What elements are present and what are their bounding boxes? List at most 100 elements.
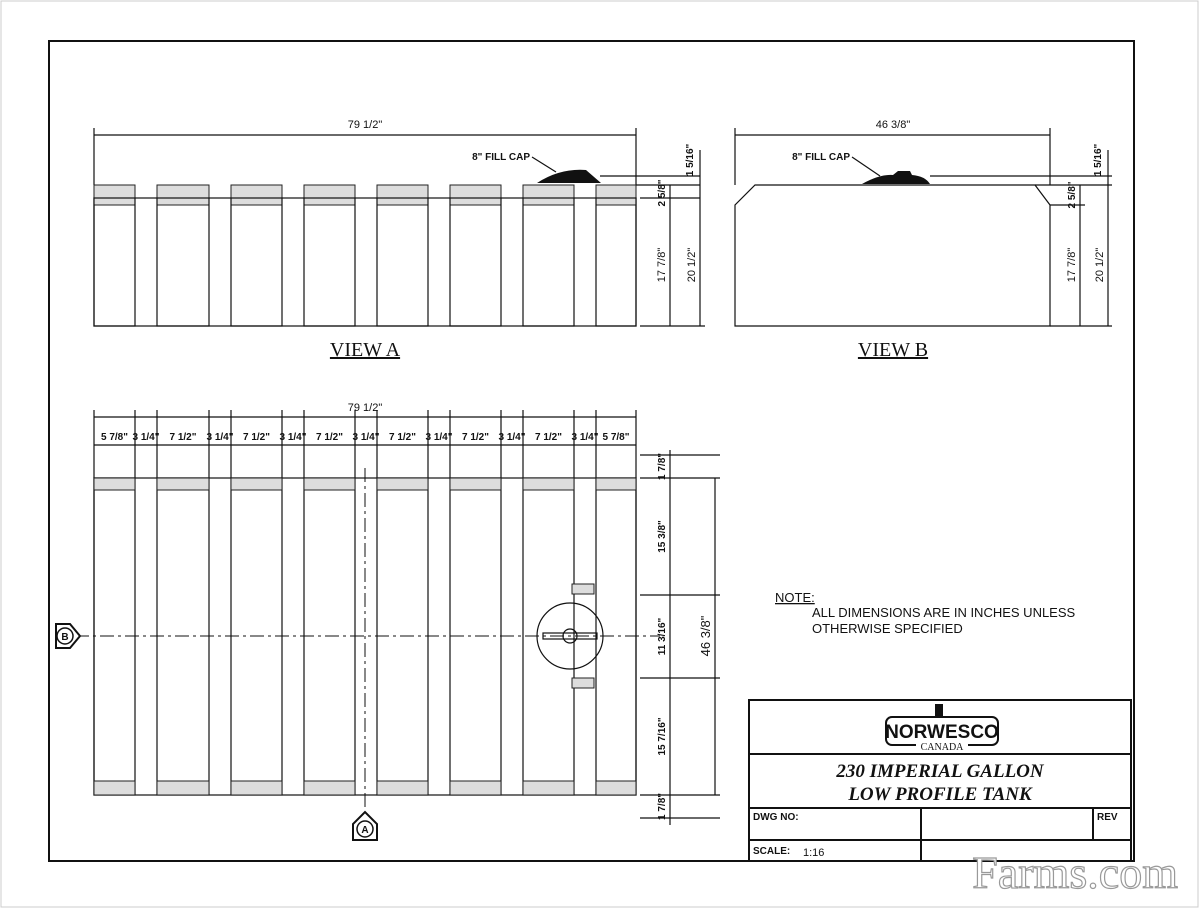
- rib: [595, 197, 637, 327]
- segment-dim: 5 7/8": [603, 432, 630, 443]
- rib: [376, 197, 429, 327]
- section-marker-a: A: [352, 810, 378, 841]
- rib-end: [522, 477, 575, 491]
- rib-top: [156, 184, 210, 206]
- fill-cap-label: 8" FILL CAP: [792, 152, 850, 163]
- rib-top: [303, 184, 356, 206]
- scale-label: SCALE:: [753, 846, 790, 857]
- note-line-2: OTHERWISE SPECIFIED: [812, 621, 963, 636]
- side-dim: 11 3/16": [657, 617, 668, 655]
- title-line-1: 230 IMPERIAL GALLON: [835, 761, 1045, 782]
- drawing-border: [48, 40, 1135, 862]
- marker-b-label: B: [61, 632, 68, 643]
- segment-dim: 3 1/4": [572, 432, 599, 443]
- rib-end: [303, 477, 356, 491]
- note-line-1: ALL DIMENSIONS ARE IN INCHES UNLESS: [812, 605, 1076, 620]
- rib-end: [93, 780, 136, 796]
- dim-rib-height: 2 5/8": [657, 179, 668, 206]
- segment-dim: 7 1/2": [170, 432, 197, 443]
- segment-dim: 7 1/2": [389, 432, 416, 443]
- dim-body-height: 17 7/8": [1066, 248, 1078, 283]
- dim-overall-length: 79 1/2": [348, 119, 383, 131]
- tank-body: [93, 197, 637, 327]
- fill-cap: [537, 169, 601, 183]
- segment-dim: 7 1/2": [535, 432, 562, 443]
- rib: [303, 197, 356, 327]
- rib-end: [595, 780, 637, 796]
- segment-dim: 3 1/4": [353, 432, 380, 443]
- rib-end: [595, 477, 637, 491]
- rib-top: [230, 184, 283, 206]
- cap-boss: [571, 583, 595, 595]
- segment-dim: 3 1/4": [133, 432, 160, 443]
- dim-rib-height: 2 5/8": [1067, 181, 1078, 208]
- rib-top: [522, 184, 575, 206]
- fill-cap-circle: [536, 602, 604, 670]
- rib-end: [376, 477, 429, 491]
- segment-dim: 7 1/2": [316, 432, 343, 443]
- rib-end: [449, 477, 502, 491]
- segment-dim: 5 7/8": [101, 432, 128, 443]
- dim-cap-height: 1 5/16": [685, 143, 696, 176]
- dim-body-height: 17 7/8": [656, 248, 668, 283]
- fill-cap: [862, 171, 930, 184]
- rib-end: [449, 780, 502, 796]
- rib-end: [93, 477, 136, 491]
- section-marker-b: B: [55, 623, 82, 649]
- logo-sub: CANADA: [921, 742, 965, 753]
- segment-dim: 3 1/4": [426, 432, 453, 443]
- dim-total-height: 20 1/2": [686, 248, 698, 283]
- fill-cap-hub: [562, 628, 578, 644]
- side-dim: 15 3/8": [657, 520, 668, 553]
- cap-boss: [571, 677, 595, 689]
- rib-top: [93, 184, 136, 206]
- fill-cap-label: 8" FILL CAP: [472, 152, 530, 163]
- side-dims: 1 7/8"15 3/8"11 3/16"15 7/16"1 7/8": [640, 450, 720, 825]
- segment-dim: 3 1/4": [207, 432, 234, 443]
- dim-total-height: 20 1/2": [1094, 248, 1106, 283]
- rib: [449, 197, 502, 327]
- segment-dim: 3 1/4": [499, 432, 526, 443]
- view-a: 79 1/2" 8" FILL CAP 1 5/16" 2 5/8" 17 7/…: [93, 119, 705, 361]
- dwg-no-label: DWG NO:: [753, 812, 799, 823]
- note-heading: NOTE:: [775, 590, 815, 605]
- rib-top: [595, 184, 637, 206]
- rib-end: [230, 477, 283, 491]
- norwesco-logo: NORWESCO CANADA: [885, 704, 999, 753]
- view-a-label: VIEW A: [330, 339, 401, 361]
- segment-dim: 7 1/2": [462, 432, 489, 443]
- rib-top: [449, 184, 502, 206]
- rib: [230, 197, 283, 327]
- leader-line: [531, 156, 557, 173]
- dim-overall-length: 79 1/2": [348, 402, 383, 414]
- leader-line: [851, 156, 881, 177]
- rib-end: [376, 780, 429, 796]
- rev-label: REV: [1097, 812, 1118, 823]
- segment-dim: 3 1/4": [280, 432, 307, 443]
- plan-view: 79 1/2" 5 7/8" 3 1/4" 7 1/2" 3 1/4" 7 1/2" 3 …: [55, 402, 720, 841]
- rib-end: [303, 780, 356, 796]
- marker-a-label: A: [361, 825, 368, 836]
- rib-end: [156, 780, 210, 796]
- tank-end-profile: [734, 184, 1051, 327]
- rib-end: [156, 477, 210, 491]
- rib: [93, 197, 136, 327]
- title-block-frame: [748, 699, 1132, 862]
- scale-value: 1:16: [803, 847, 824, 859]
- dim-overall-width: 46 3/8": [698, 615, 713, 656]
- side-dim: 1 7/8": [657, 453, 668, 480]
- ribs: [93, 184, 637, 327]
- side-dim: 15 7/16": [657, 717, 668, 755]
- fill-cap-plan: [536, 583, 604, 689]
- watermark: Farms.com: [972, 847, 1178, 898]
- logo-main: NORWESCO: [885, 722, 999, 743]
- ribs: [93, 477, 637, 796]
- rib: [522, 197, 575, 327]
- segment-dim: 7 1/2": [243, 432, 270, 443]
- view-b: 46 3/8" 8" FILL CAP 1 5/16" 2 5/8" 17 7/…: [734, 119, 1112, 361]
- title-block: NORWESCO CANADA 230 IMPERIAL GALLON LOW …: [748, 699, 1132, 862]
- rib: [156, 197, 210, 327]
